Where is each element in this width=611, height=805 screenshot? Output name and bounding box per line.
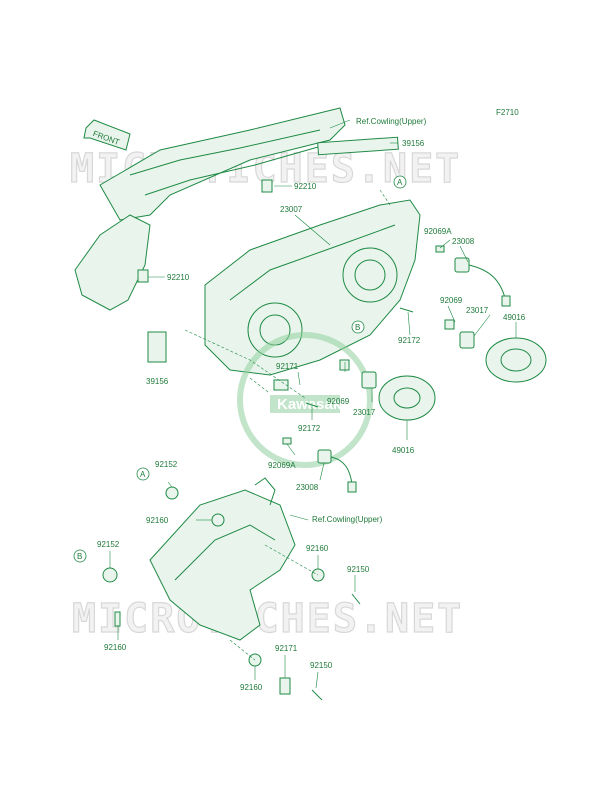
label-23017-center: 23017 bbox=[353, 408, 376, 417]
bulb-23008-top bbox=[454, 257, 511, 307]
collar-92160-a bbox=[211, 513, 225, 527]
dust-cover-49016-center bbox=[378, 375, 436, 421]
dust-cover-49016-right bbox=[485, 337, 547, 383]
label-92171-bottom: 92171 bbox=[275, 644, 298, 653]
label-92172-center: 92172 bbox=[298, 424, 321, 433]
clip-92210-a bbox=[261, 179, 273, 193]
ref-marker-b-top: B bbox=[351, 320, 365, 334]
screw-92172-right bbox=[399, 307, 414, 313]
upper-cowling-stay bbox=[99, 107, 346, 221]
label-92160-d: 92160 bbox=[240, 683, 263, 692]
label-92069-center: 92069 bbox=[327, 397, 350, 406]
bulb-23017-right bbox=[444, 319, 475, 349]
bulb-23008-center bbox=[317, 449, 357, 493]
label-92150-b: 92150 bbox=[310, 661, 333, 670]
headlight-assembly bbox=[204, 199, 421, 376]
label-23007: 23007 bbox=[280, 205, 303, 214]
headlight-bracket bbox=[149, 477, 296, 641]
ref-cowling-upper-bottom: Ref.Cowling(Upper) bbox=[312, 515, 383, 524]
label-92069a-top: 92069A bbox=[424, 227, 452, 236]
ref-marker-b-bottom: B bbox=[73, 549, 87, 563]
low-beam-reflector bbox=[247, 302, 303, 358]
label-92160-c: 92160 bbox=[306, 544, 329, 553]
watermark-bottom: MICROTICHES.NET bbox=[72, 596, 463, 642]
label-92160-b: 92160 bbox=[104, 643, 127, 652]
label-92069-right: 92069 bbox=[440, 296, 463, 305]
label-23008-center: 23008 bbox=[296, 483, 319, 492]
clip-92171-bottom bbox=[279, 677, 291, 695]
clip-92171-top bbox=[273, 379, 289, 391]
label-92160-a: 92160 bbox=[146, 516, 169, 525]
label-92152-b: 92152 bbox=[97, 540, 120, 549]
svg-text:A: A bbox=[140, 470, 146, 479]
collar-92160-b bbox=[114, 611, 121, 627]
screw-92172-center bbox=[305, 402, 319, 408]
ref-marker-a-bottom: A bbox=[136, 467, 150, 481]
left-mirror-stay bbox=[74, 214, 151, 311]
label-92069a-center: 92069A bbox=[268, 461, 296, 470]
label-39156-top: 39156 bbox=[402, 139, 425, 148]
high-beam-reflector bbox=[342, 247, 398, 303]
svg-text:B: B bbox=[77, 552, 82, 561]
label-92152-a: 92152 bbox=[155, 460, 178, 469]
label-23008-top: 23008 bbox=[452, 237, 475, 246]
label-92150-a: 92150 bbox=[347, 565, 370, 574]
label-92210-a: 92210 bbox=[294, 182, 317, 191]
svg-text:B: B bbox=[355, 323, 360, 332]
bulb-92069a-top bbox=[435, 245, 445, 253]
figure-code: F2710 bbox=[496, 108, 519, 117]
bolt-92150-b bbox=[311, 689, 323, 701]
svg-text:A: A bbox=[397, 178, 403, 187]
label-92210-b: 92210 bbox=[167, 273, 190, 282]
bulb-23017-center bbox=[339, 359, 377, 389]
label-49016-right: 49016 bbox=[503, 313, 526, 322]
bulb-92069a-center bbox=[282, 437, 292, 445]
grommet-92152-b bbox=[102, 567, 118, 583]
ref-marker-a-top: A bbox=[393, 175, 407, 189]
pad-39156-left bbox=[147, 331, 167, 363]
label-39156-left: 39156 bbox=[146, 377, 169, 386]
label-92172-right: 92172 bbox=[398, 336, 421, 345]
label-92171-top: 92171 bbox=[276, 362, 299, 371]
clip-92210-b bbox=[137, 269, 149, 283]
label-23017-right: 23017 bbox=[466, 306, 489, 315]
grommet-92152-a bbox=[165, 486, 179, 500]
ref-cowling-upper-top: Ref.Cowling(Upper) bbox=[356, 117, 427, 126]
bolt-92150-a bbox=[351, 593, 361, 605]
label-49016-center: 49016 bbox=[392, 446, 415, 455]
